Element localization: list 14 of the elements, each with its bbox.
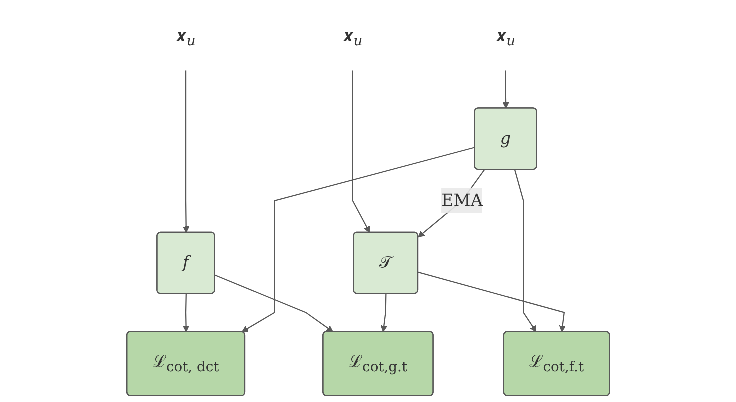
arrow — [418, 272, 566, 332]
arrow — [502, 70, 509, 109]
node-text: 𝒙$_{𝑢}$ — [342, 27, 362, 50]
arrow — [514, 170, 536, 332]
arrow — [418, 170, 485, 238]
node-text: 𝒙$_{𝑢}$ — [176, 27, 196, 50]
arrow — [182, 70, 190, 234]
node-text: 𝒙$_{𝑢}$ — [496, 27, 516, 50]
arrow — [241, 147, 475, 332]
arrow — [182, 294, 190, 332]
arrow — [352, 70, 370, 234]
edge-label: EMA — [441, 192, 482, 210]
arrow — [380, 294, 387, 332]
arrow — [214, 274, 334, 332]
